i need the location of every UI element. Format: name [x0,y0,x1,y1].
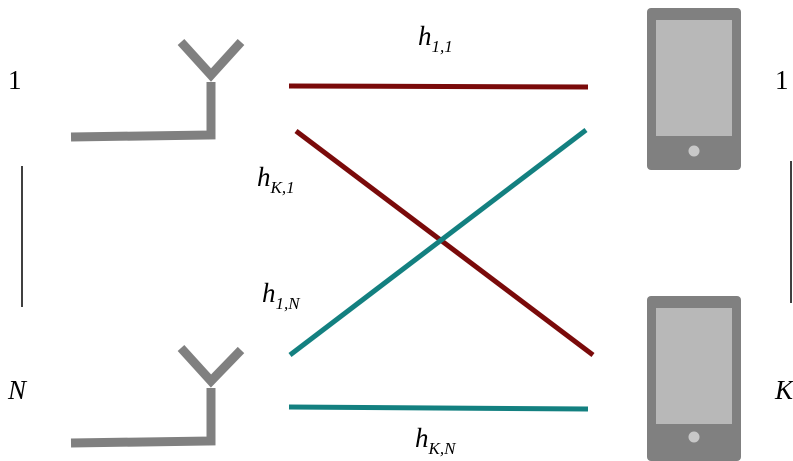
label-hK1: hK,1 [257,162,295,197]
user-top-index: 1 [775,65,789,95]
user-1-icon [647,8,741,170]
link-hKN [288,404,589,412]
user-bottom-index: K [774,375,793,405]
label-h11: h1,1 [418,21,453,56]
link-h11 [288,83,589,90]
antenna-n-icon [70,344,245,448]
channel-links [288,83,595,412]
link-hK1 [294,129,595,357]
antenna-top-index: 1 [8,65,22,95]
label-h1N: h1,N [262,278,301,313]
antenna-1-icon [70,38,245,142]
label-hKN: hK,N [415,423,457,458]
user-k-icon [647,296,741,461]
antenna-bottom-index: N [7,375,28,405]
antenna-group [70,38,245,448]
link-h1N [288,128,588,357]
